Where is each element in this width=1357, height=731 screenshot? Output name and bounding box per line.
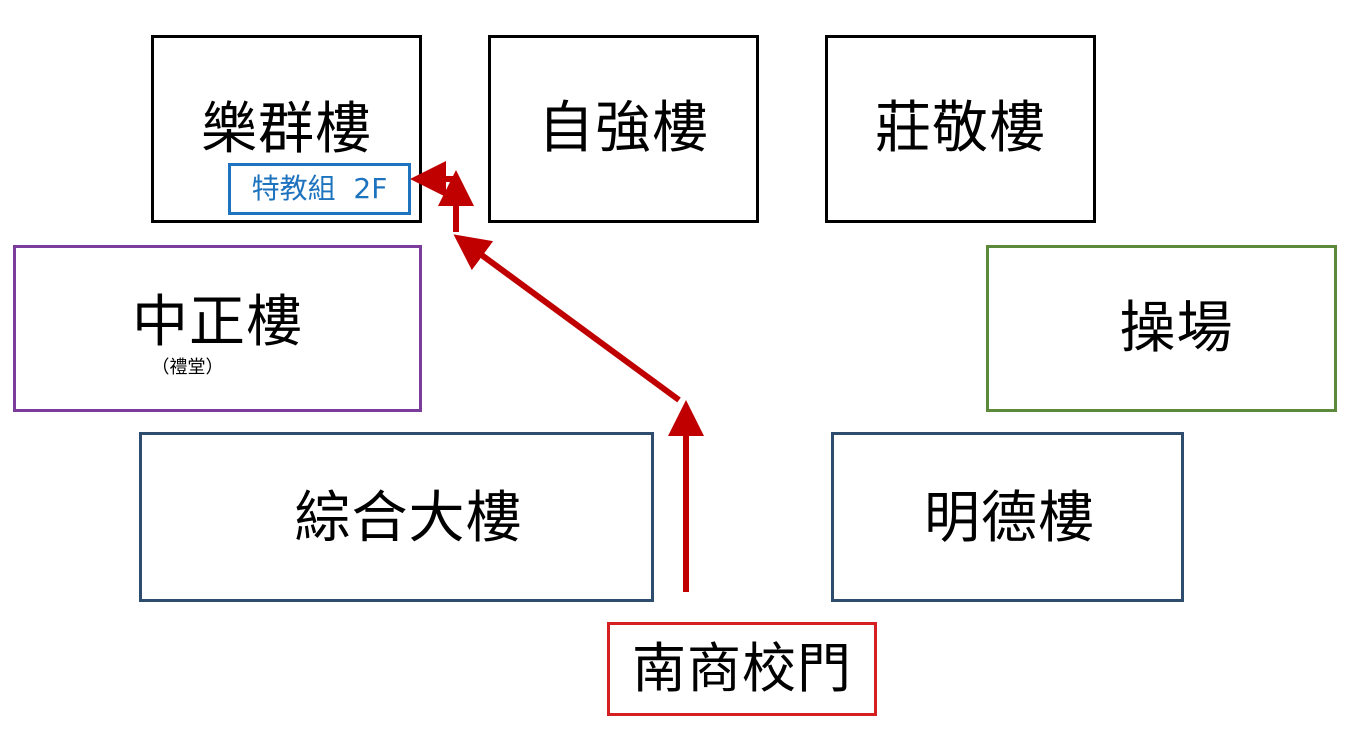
building-mingde-label: 明德樓 <box>924 486 1095 551</box>
playground: 操場 <box>986 245 1337 412</box>
playground-label: 操場 <box>1119 295 1234 361</box>
building-lequn-label: 樂群樓 <box>201 97 372 162</box>
destination-label: 特教組 2F <box>228 163 411 215</box>
south-gate: 南商校門 <box>607 622 877 716</box>
building-zhongzheng-label: 中正樓 <box>132 289 303 355</box>
building-zhongzheng: 中正樓 （禮堂） <box>13 245 422 412</box>
building-ziqiang: 自強樓 <box>488 35 759 223</box>
building-zonghe-label: 綜合大樓 <box>294 486 523 551</box>
building-mingde: 明德樓 <box>831 432 1184 602</box>
building-ziqiang-label: 自強樓 <box>538 96 709 161</box>
south-gate-label: 南商校門 <box>632 637 852 700</box>
building-zonghe: 綜合大樓 <box>139 432 654 602</box>
building-zhuangjing-label: 莊敬樓 <box>875 96 1046 161</box>
building-zhuangjing: 莊敬樓 <box>825 35 1096 223</box>
building-zhongzheng-sublabel: （禮堂） <box>151 356 224 378</box>
route-arrow-diagonal <box>453 234 681 403</box>
